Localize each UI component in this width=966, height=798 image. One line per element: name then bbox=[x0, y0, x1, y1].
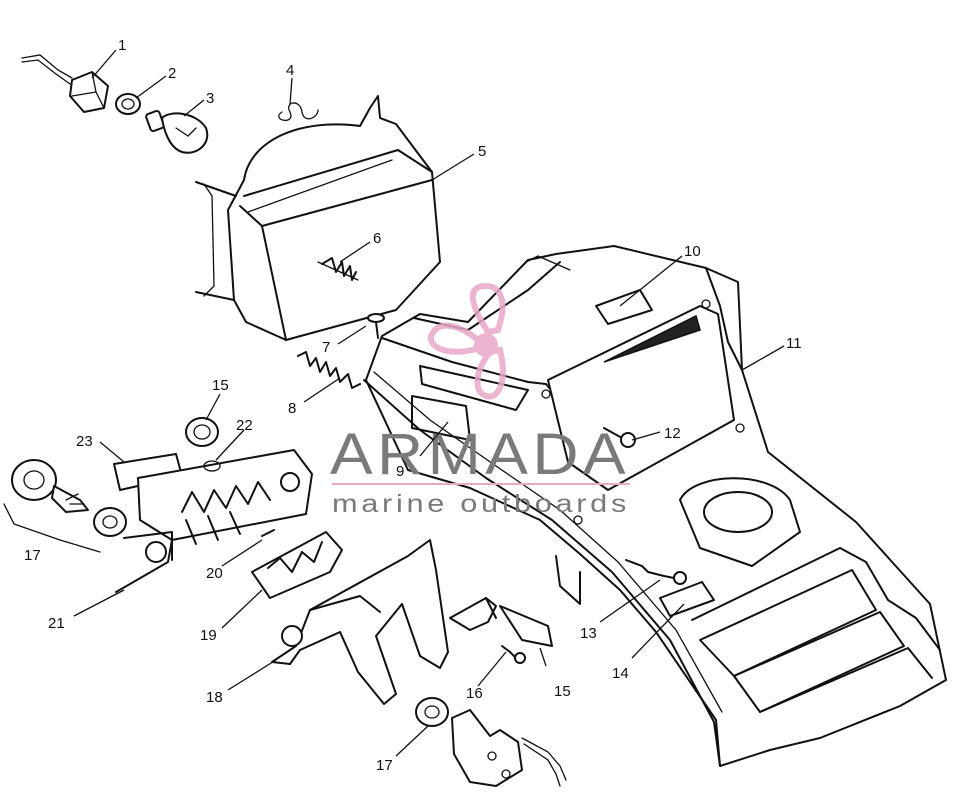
watermark-subtitle: marine outboards bbox=[332, 490, 630, 518]
console-screw-upper bbox=[603, 427, 636, 448]
leader-lines bbox=[73, 49, 785, 757]
callout-9: 9 bbox=[396, 463, 404, 480]
callout-22: 22 bbox=[236, 417, 253, 434]
callout-23: 23 bbox=[76, 433, 93, 450]
toggle-switch bbox=[449, 597, 553, 647]
callout-12: 12 bbox=[664, 425, 681, 442]
headlight-spring-lower bbox=[297, 351, 361, 389]
callout-17-left: 17 bbox=[24, 547, 41, 564]
callout-7: 7 bbox=[322, 339, 330, 356]
callout-6: 6 bbox=[373, 230, 381, 247]
callout-20: 20 bbox=[206, 565, 223, 582]
callout-labels: 1 2 3 4 5 6 7 8 9 10 11 12 13 14 15 15 1… bbox=[24, 37, 802, 774]
callout-18: 18 bbox=[206, 689, 223, 706]
light-socket-plug bbox=[415, 697, 567, 787]
callout-13: 13 bbox=[580, 625, 597, 642]
headlight-bulb bbox=[145, 109, 209, 154]
grommet-upper bbox=[185, 417, 219, 447]
callout-5: 5 bbox=[478, 143, 486, 160]
switch-bracket bbox=[115, 449, 313, 593]
pin bbox=[261, 529, 275, 537]
watermark-title: ARMADA bbox=[330, 422, 630, 487]
callout-2: 2 bbox=[168, 65, 176, 82]
callout-8: 8 bbox=[288, 400, 296, 417]
callout-11: 11 bbox=[786, 335, 802, 352]
headlight-screw bbox=[367, 313, 385, 339]
callout-21: 21 bbox=[48, 615, 65, 632]
headlight-pigtail-wire bbox=[278, 102, 319, 121]
callout-10: 10 bbox=[684, 243, 701, 260]
retaining-screw bbox=[501, 645, 526, 664]
switch-block bbox=[251, 531, 343, 599]
headlight-spring-upper bbox=[317, 257, 359, 281]
callout-16: 16 bbox=[466, 685, 483, 702]
console-screw-lower bbox=[625, 559, 687, 585]
console-hood bbox=[363, 245, 947, 767]
switch-mount-bracket bbox=[271, 539, 449, 705]
headlight-housing bbox=[195, 95, 441, 341]
callout-14: 14 bbox=[612, 665, 629, 682]
callout-1: 1 bbox=[118, 37, 126, 54]
callout-4: 4 bbox=[286, 62, 294, 79]
callout-19: 19 bbox=[200, 627, 217, 644]
callout-15-lower: 15 bbox=[554, 683, 571, 700]
armada-logo-icon bbox=[428, 282, 506, 400]
headlight-wire-plug bbox=[21, 54, 109, 113]
callout-15-upper: 15 bbox=[212, 377, 229, 394]
callout-17-bottom: 17 bbox=[376, 757, 393, 774]
callout-3: 3 bbox=[206, 90, 214, 107]
bulb-socket-ring bbox=[115, 93, 141, 115]
ignition-key-switch bbox=[3, 459, 127, 553]
grommet-oval bbox=[203, 460, 221, 472]
